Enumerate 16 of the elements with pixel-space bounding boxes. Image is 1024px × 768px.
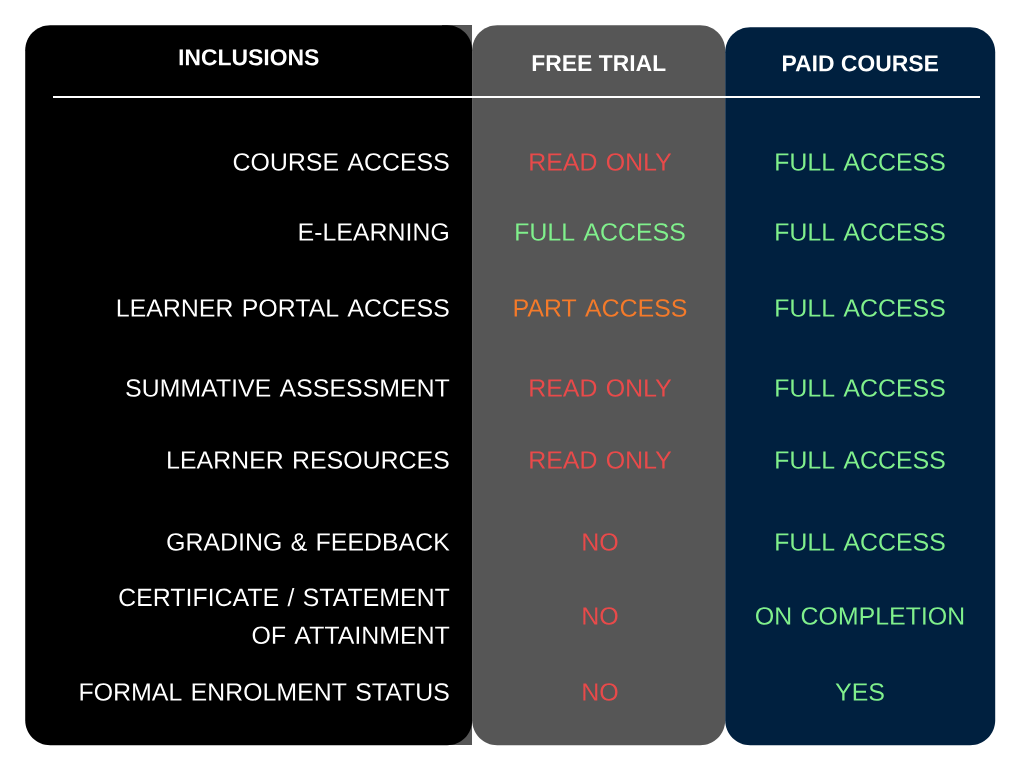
cell-value: READ ONLY	[530, 153, 672, 171]
cell-value: ON COMPLETION	[756, 607, 964, 625]
cell-value: NO	[583, 683, 618, 701]
cell-value: FULL ACCESS	[776, 223, 945, 241]
cell-value: FULL ACCESS	[776, 379, 945, 397]
cell-value: NO	[583, 533, 618, 551]
cell-value: FULL ACCESS	[516, 223, 685, 241]
cell-value: NO	[583, 607, 618, 625]
cell-value: FULL ACCESS	[776, 451, 945, 469]
cell-value: FULL ACCESS	[776, 533, 945, 551]
cell-value: READ ONLY	[530, 451, 672, 469]
cell-value: PART ACCESS	[514, 299, 687, 317]
cell-value: READ ONLY	[530, 379, 672, 397]
cell-value: FULL ACCESS	[776, 299, 945, 317]
cell-value: FULL ACCESS	[776, 153, 945, 171]
cell-value: YES	[835, 683, 884, 701]
